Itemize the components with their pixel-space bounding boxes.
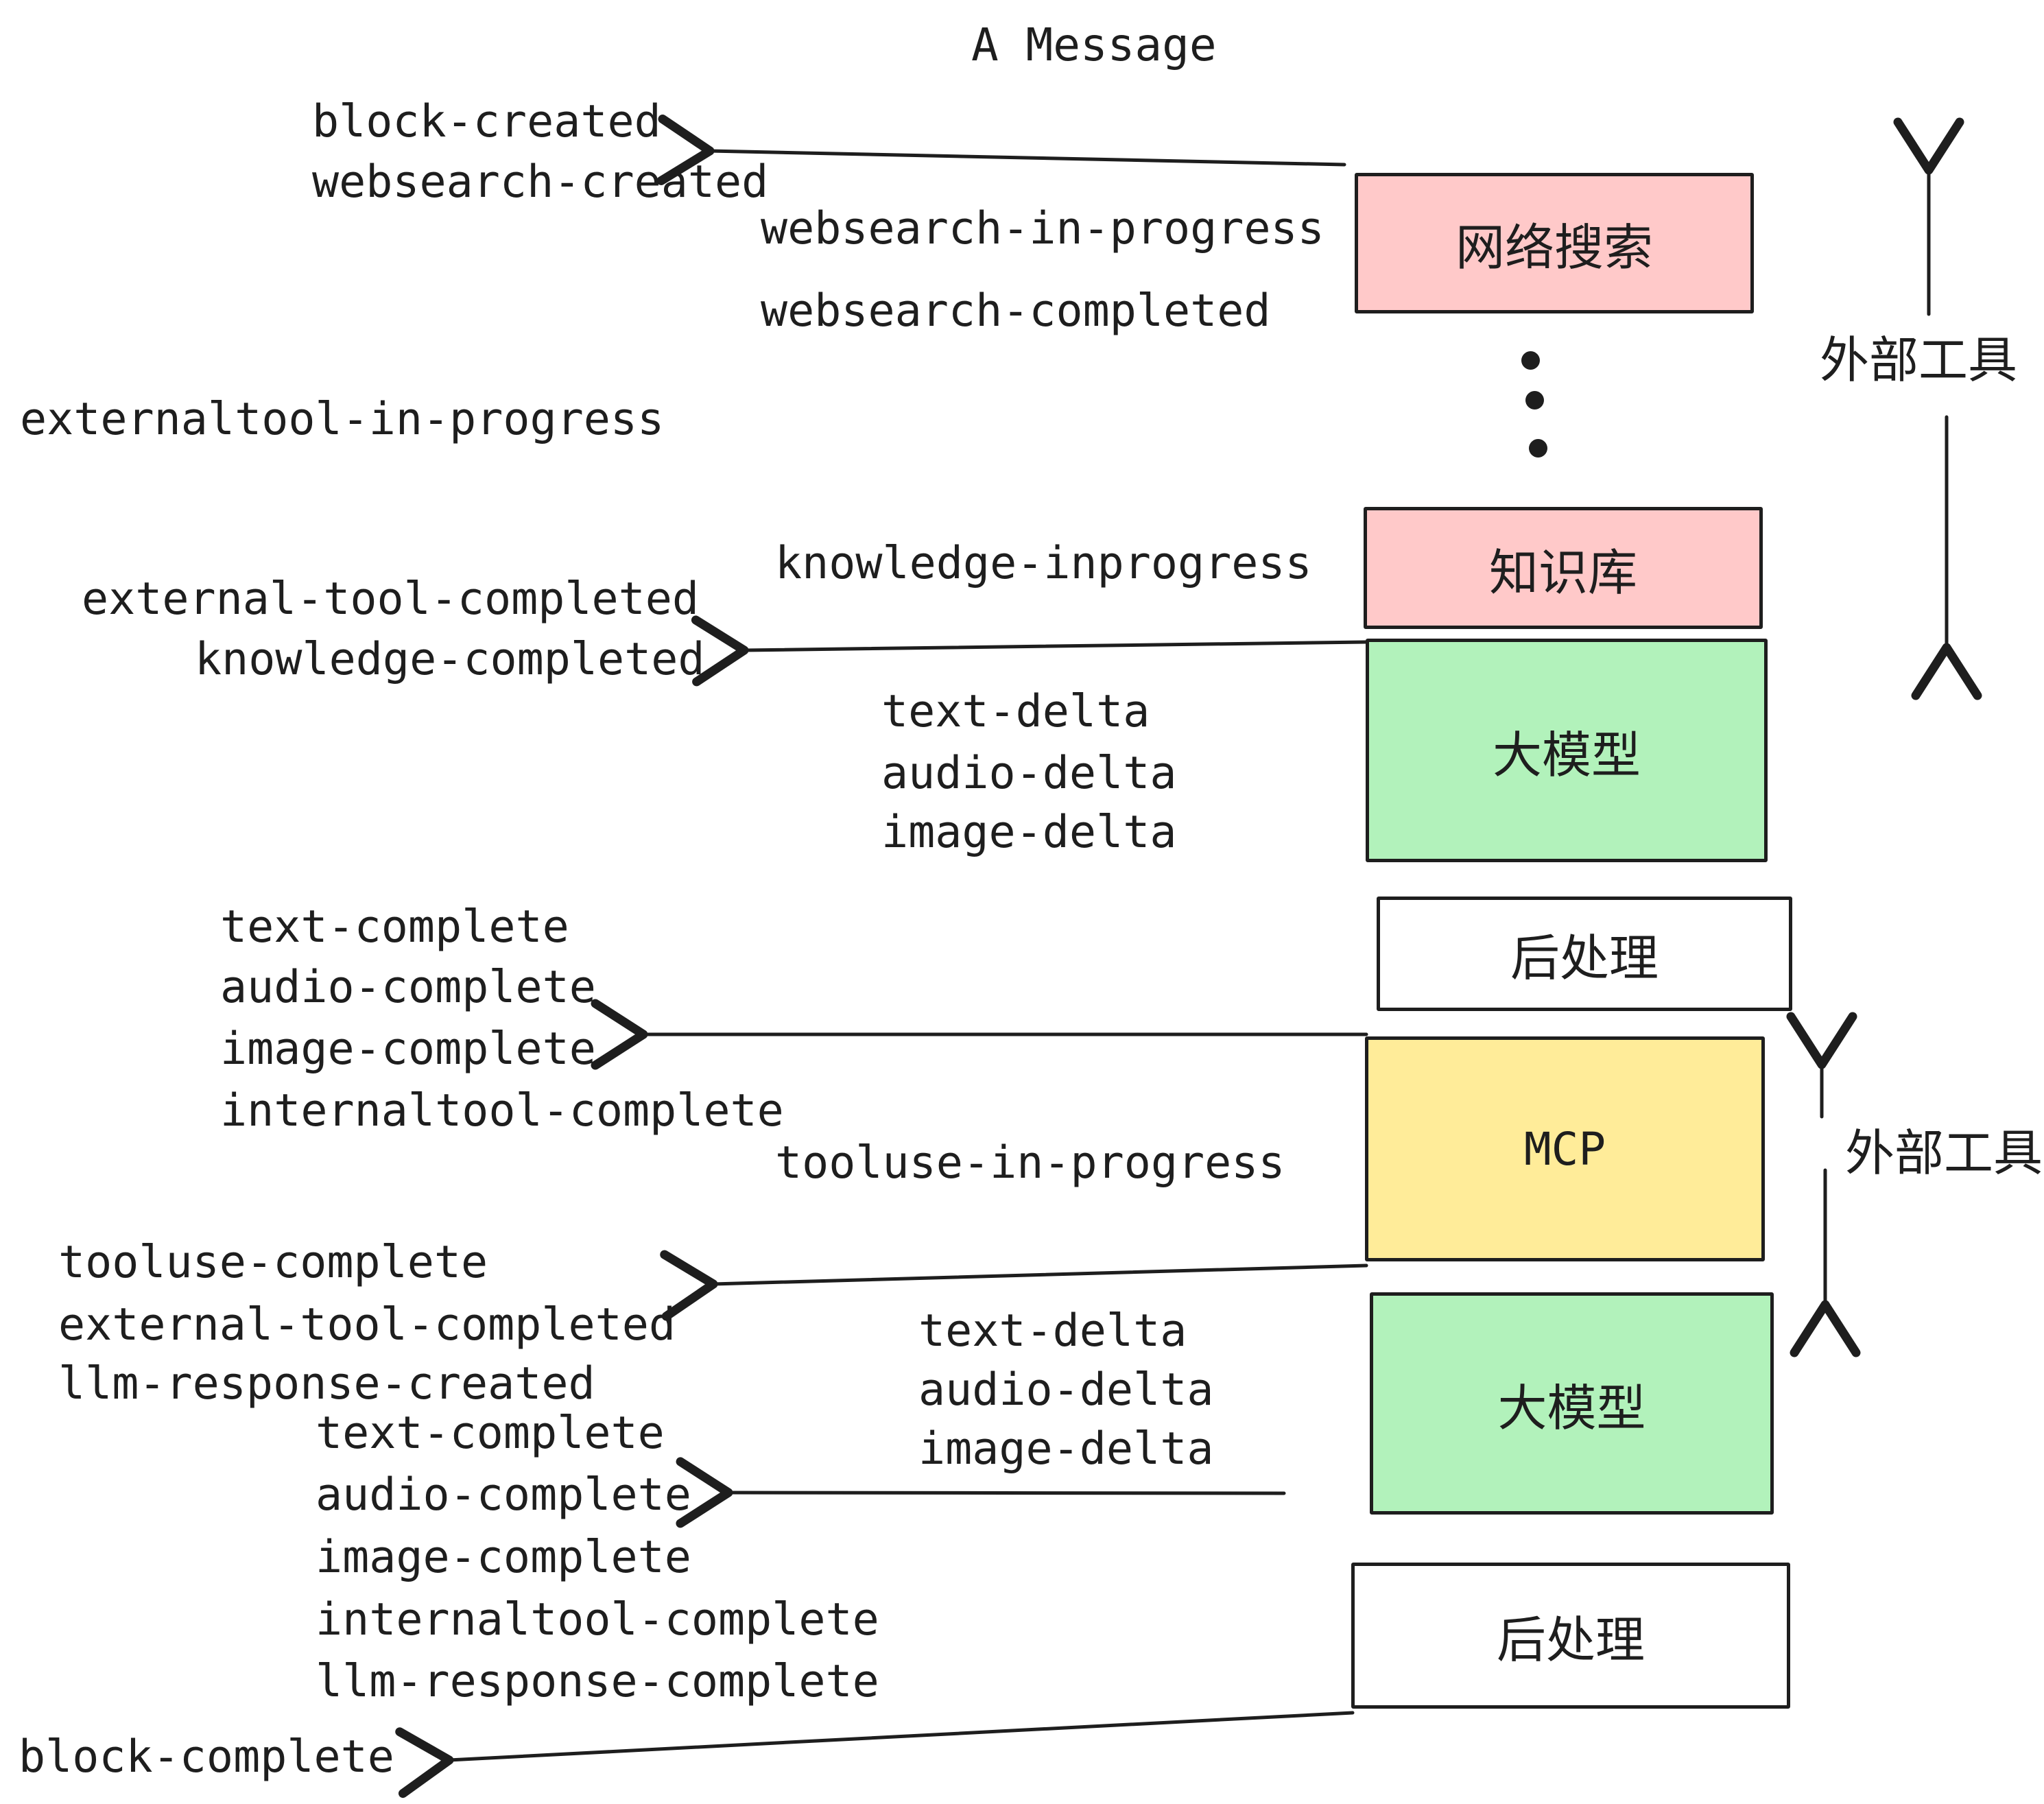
diagram-title: A Message — [971, 19, 1217, 71]
side-label-external-tools-1: 外部工具 — [1820, 333, 2018, 388]
box-mcp-label: MCP — [1523, 1122, 1606, 1176]
event-audio-delta-1: audio-delta — [881, 748, 1177, 799]
event-text-complete-1: text-complete — [220, 901, 569, 953]
event-websearch-in-progress: websearch-in-progress — [761, 203, 1324, 254]
box-llm-1: 大模型 — [1366, 639, 1768, 862]
event-image-delta-2: image-delta — [918, 1423, 1214, 1475]
event-internaltool-complete-1: internaltool-complete — [220, 1085, 784, 1137]
box-llm-2-label: 大模型 — [1497, 1381, 1646, 1436]
event-external-tool-completed: external-tool-completed — [82, 573, 700, 625]
side-label-external-tools-2: 外部工具 — [1845, 1126, 2043, 1181]
arrow-mcp-to-tooluse-complete — [660, 1250, 1368, 1321]
box-postprocess-2-label: 后处理 — [1496, 1613, 1645, 1668]
box-websearch: 网络搜索 — [1355, 173, 1754, 313]
event-block-created: block-created — [312, 96, 661, 147]
box-postprocess-2: 后处理 — [1351, 1563, 1790, 1709]
event-text-delta-1: text-delta — [881, 686, 1150, 737]
event-text-delta-2: text-delta — [918, 1305, 1187, 1357]
event-tooluse-in-progress: tooluse-in-progress — [775, 1137, 1285, 1189]
event-websearch-created: websearch-created — [312, 156, 769, 208]
event-image-complete-2: image-complete — [316, 1532, 691, 1583]
event-image-complete-1: image-complete — [220, 1023, 596, 1075]
box-llm-2: 大模型 — [1370, 1292, 1774, 1515]
arrow-llm1-to-knowledge-completed — [691, 615, 1368, 687]
ellipsis-dot-icon — [1521, 351, 1540, 370]
event-llm-response-complete: llm-response-complete — [316, 1656, 879, 1707]
arrow-post2-to-block-complete — [395, 1711, 1355, 1799]
box-knowledge-base: 知识库 — [1364, 507, 1763, 629]
box-knowledge-base-label: 知识库 — [1488, 545, 1637, 601]
event-externaltool-in-progress: externaltool-in-progress — [20, 394, 665, 445]
box-mcp: MCP — [1365, 1036, 1765, 1261]
arrow-websearch-to-block-created — [656, 114, 1346, 185]
event-tooluse-complete: tooluse-complete — [58, 1237, 488, 1288]
ellipsis-dot-icon — [1525, 391, 1544, 410]
box-postprocess-1: 后处理 — [1377, 897, 1792, 1011]
event-websearch-completed: websearch-completed — [761, 285, 1271, 337]
event-knowledge-completed: knowledge-completed — [195, 634, 705, 685]
event-external-tool-completed-2: external-tool-completed — [58, 1299, 676, 1351]
event-text-complete-2: text-complete — [316, 1408, 665, 1459]
event-block-complete: block-complete — [19, 1731, 394, 1783]
event-audio-complete-1: audio-complete — [220, 962, 596, 1013]
box-websearch-label: 网络搜索 — [1455, 221, 1653, 276]
box-postprocess-1-label: 后处理 — [1510, 931, 1659, 986]
box-llm-1-label: 大模型 — [1492, 728, 1641, 783]
event-audio-complete-2: audio-complete — [316, 1469, 691, 1521]
event-llm-response-created: llm-response-created — [58, 1358, 595, 1410]
event-audio-delta-2: audio-delta — [918, 1364, 1214, 1416]
event-internaltool-complete-2: internaltool-complete — [316, 1594, 879, 1646]
event-image-delta-1: image-delta — [881, 807, 1177, 858]
event-knowledge-inprogress: knowledge-inprogress — [775, 538, 1312, 589]
ellipsis-dot-icon — [1529, 439, 1547, 458]
